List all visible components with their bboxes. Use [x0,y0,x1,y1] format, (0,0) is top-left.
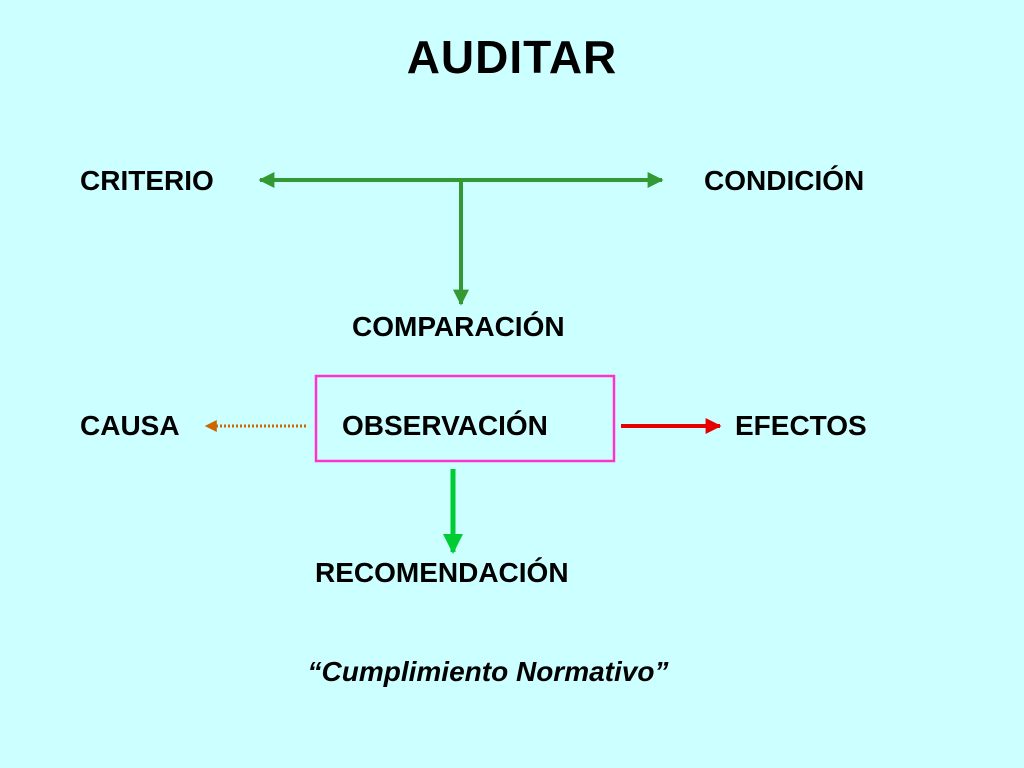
node-comparacion: COMPARACIÓN [352,311,565,342]
node-recomendacion: RECOMENDACIÓN [315,557,569,588]
node-criterio: CRITERIO [80,165,214,196]
observacion-box [314,374,616,463]
node-efectos: EFECTOS [735,410,867,441]
node-condicion: CONDICIÓN [704,165,865,196]
slide-title: AUDITAR [406,31,618,83]
footer-quote: “Cumplimiento Normativo” [307,656,669,687]
node-observacion: OBSERVACIÓN [342,410,548,441]
node-causa: CAUSA [80,410,180,441]
